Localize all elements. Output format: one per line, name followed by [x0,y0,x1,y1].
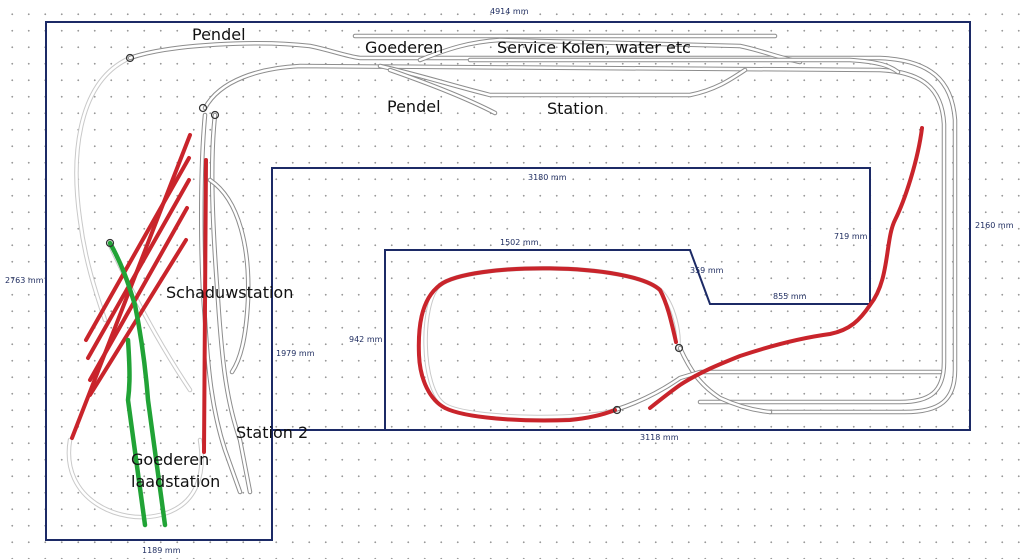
dim-right-height: 2160 mm [975,221,1014,230]
main-tracks [127,33,958,495]
goods-tracks-green [107,240,168,528]
dim-bottom-right-width: 3118 mm [640,433,679,442]
hidden-tracks [66,55,681,520]
label-pendel-mid: Pendel [387,97,441,116]
dim-inner-width: 3180 mm [528,173,567,182]
board-outline-inner-notch [271,167,871,430]
dim-left-height: 2763 mm [5,276,44,285]
label-goederen-laadstation-line2: laadstation [131,472,220,491]
label-station: Station [547,99,604,118]
label-schaduwstation: Schaduwstation [166,283,293,302]
dim-inner-depth: 719 mm [834,232,868,241]
dim-bottom-left-width: 1189 mm [142,546,181,555]
label-station2: Station 2 [236,423,308,442]
label-goederen-laadstation-line1: Goederen [131,450,209,469]
dim-leg-height: 1979 mm [276,349,315,358]
label-service: Service Kolen, water etc [497,38,691,57]
dim-notch-diagonal: 359 mm [690,266,724,275]
label-pendel-top: Pendel [192,25,246,44]
dim-top-width: 4914 mm [490,7,529,16]
turnout-markers [105,53,684,415]
dim-notch-width: 855 mm [773,292,807,301]
dim-loop-height: 942 mm [349,335,383,344]
dim-loop-width: 1502 mm [500,238,539,247]
label-goederen: Goederen [365,38,443,57]
